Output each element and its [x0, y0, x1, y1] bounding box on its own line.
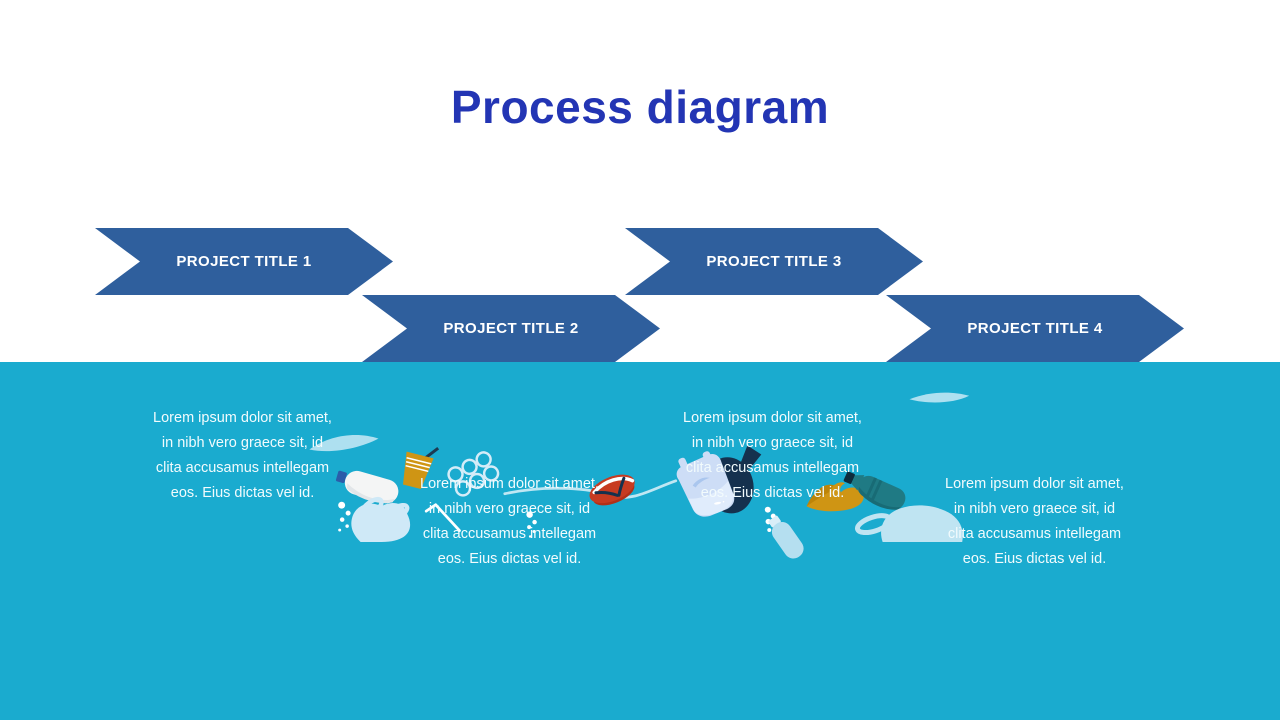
bubbles-icon [338, 501, 351, 532]
ocean-illustration [309, 392, 970, 559]
plastic-bag-middle-icon [676, 451, 735, 517]
flip-flop-icon [589, 474, 635, 506]
step-4-description: Lorem ipsum dolor sit amet, in nibh vero… [945, 476, 1124, 567]
chevron-step-4: PROJECT TITLE 4 [886, 295, 1184, 362]
chevron-step-4-label: PROJECT TITLE 4 [967, 320, 1103, 337]
step-3-description: Lorem ipsum dolor sit amet, in nibh vero… [683, 410, 862, 501]
step-1-description: Lorem ipsum dolor sit amet, in nibh vero… [153, 410, 332, 501]
chevron-step-1-label: PROJECT TITLE 1 [176, 253, 312, 270]
chevron-step-2: PROJECT TITLE 2 [362, 295, 660, 362]
step-2-description: Lorem ipsum dolor sit amet, in nibh vero… [420, 476, 599, 567]
rising-bottle-icon [768, 515, 804, 559]
white-dash-detail [714, 500, 725, 505]
chevron-step-3: PROJECT TITLE 3 [625, 228, 923, 295]
rubber-glove-icon [806, 482, 864, 512]
wave-crescent-left [309, 434, 379, 452]
chevron-step-1: PROJECT TITLE 1 [95, 228, 393, 295]
chevron-step-3-label: PROJECT TITLE 3 [706, 253, 842, 270]
six-pack-rings-icon [447, 451, 500, 497]
page-title: Process diagram [450, 81, 830, 133]
bubbles-icon [526, 511, 537, 538]
teal-bottle-icon [843, 471, 906, 510]
plastic-bag-left-icon [351, 496, 411, 542]
wave-crescent-right [909, 392, 970, 403]
drinking-straw-icon [424, 503, 461, 532]
plastic-bag-right-icon [854, 505, 963, 542]
chevron-step-2-label: PROJECT TITLE 2 [443, 320, 579, 337]
ocean-section [0, 362, 1280, 720]
paper-cup-icon [402, 447, 440, 489]
